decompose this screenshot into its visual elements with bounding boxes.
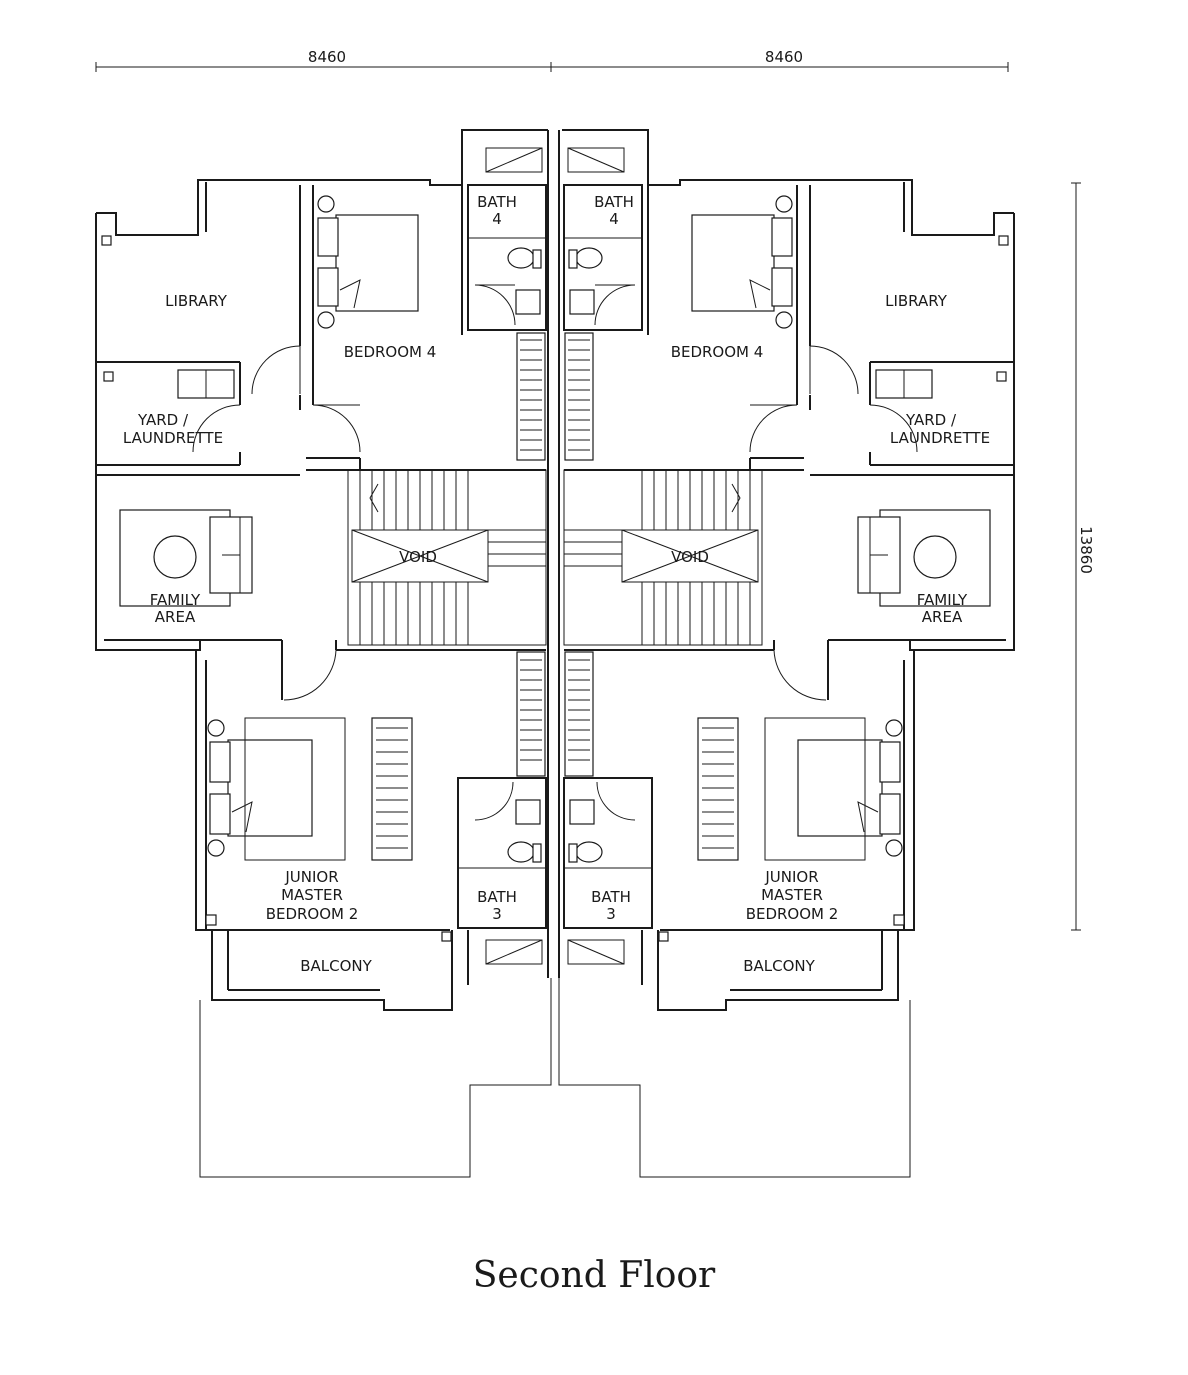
room-label-bath3-right-b: 3	[606, 905, 616, 923]
room-label-junior-left-b: MASTER	[281, 886, 343, 904]
staircase	[347, 469, 547, 646]
room-label-yard-left-b: LAUNDRETTE	[123, 429, 223, 447]
dimension-lines	[95, 62, 1081, 931]
room-label-junior-right-b: MASTER	[761, 886, 823, 904]
dimension-width-right: 8460	[765, 48, 803, 66]
room-label-bedroom4-right: BEDROOM 4	[671, 343, 764, 361]
room-label-bath3-right-a: BATH	[591, 888, 631, 906]
room-label-bath4-left-a: BATH	[477, 193, 517, 211]
room-label-bath3-left-b: 3	[492, 905, 502, 923]
dimension-width-left: 8460	[308, 48, 346, 66]
wardrobe-junior	[371, 717, 413, 861]
room-label-void-right: VOID	[671, 548, 709, 566]
room-label-void-left: VOID	[399, 548, 437, 566]
bed-junior	[207, 717, 346, 861]
room-label-junior-left-c: BEDROOM 2	[266, 905, 359, 923]
unit-left	[95, 129, 552, 1178]
room-label-junior-right-c: BEDROOM 2	[746, 905, 839, 923]
room-label-bath4-left-b: 4	[492, 210, 502, 228]
room-label-library-right: LIBRARY	[885, 292, 948, 310]
bed-bedroom4	[317, 195, 419, 329]
room-label-junior-right-a: JUNIOR	[764, 868, 818, 886]
room-label-bedroom4-left: BEDROOM 4	[344, 343, 437, 361]
room-label-junior-left-a: JUNIOR	[284, 868, 338, 886]
washing-machines	[177, 369, 235, 399]
room-label-family-right-b: AREA	[922, 608, 963, 626]
room-label-family-left-b: AREA	[155, 608, 196, 626]
walls	[95, 129, 552, 1178]
room-label-balcony-left: BALCONY	[300, 957, 372, 975]
wardrobe-lower	[516, 651, 546, 777]
room-label-family-right-a: FAMILY	[917, 591, 968, 609]
room-label-library-left: LIBRARY	[165, 292, 228, 310]
room-label-yard-left-a: YARD /	[137, 411, 189, 429]
room-label-family-left-a: FAMILY	[150, 591, 201, 609]
columns	[101, 235, 452, 942]
dimension-depth: 13860	[1077, 526, 1095, 574]
unit-right	[558, 129, 1015, 1178]
room-label-bath4-right-a: BATH	[594, 193, 634, 211]
floor-title: Second Floor	[472, 1255, 716, 1296]
room-label-yard-right-a: YARD /	[905, 411, 957, 429]
room-label-bath3-left-a: BATH	[477, 888, 517, 906]
room-label-balcony-right: BALCONY	[743, 957, 815, 975]
doors	[192, 284, 516, 821]
family-furniture	[119, 509, 253, 607]
sanitary	[507, 247, 542, 863]
wardrobe-upper	[516, 332, 546, 461]
room-label-bath4-right-b: 4	[609, 210, 619, 228]
room-label-yard-right-b: LAUNDRETTE	[890, 429, 990, 447]
